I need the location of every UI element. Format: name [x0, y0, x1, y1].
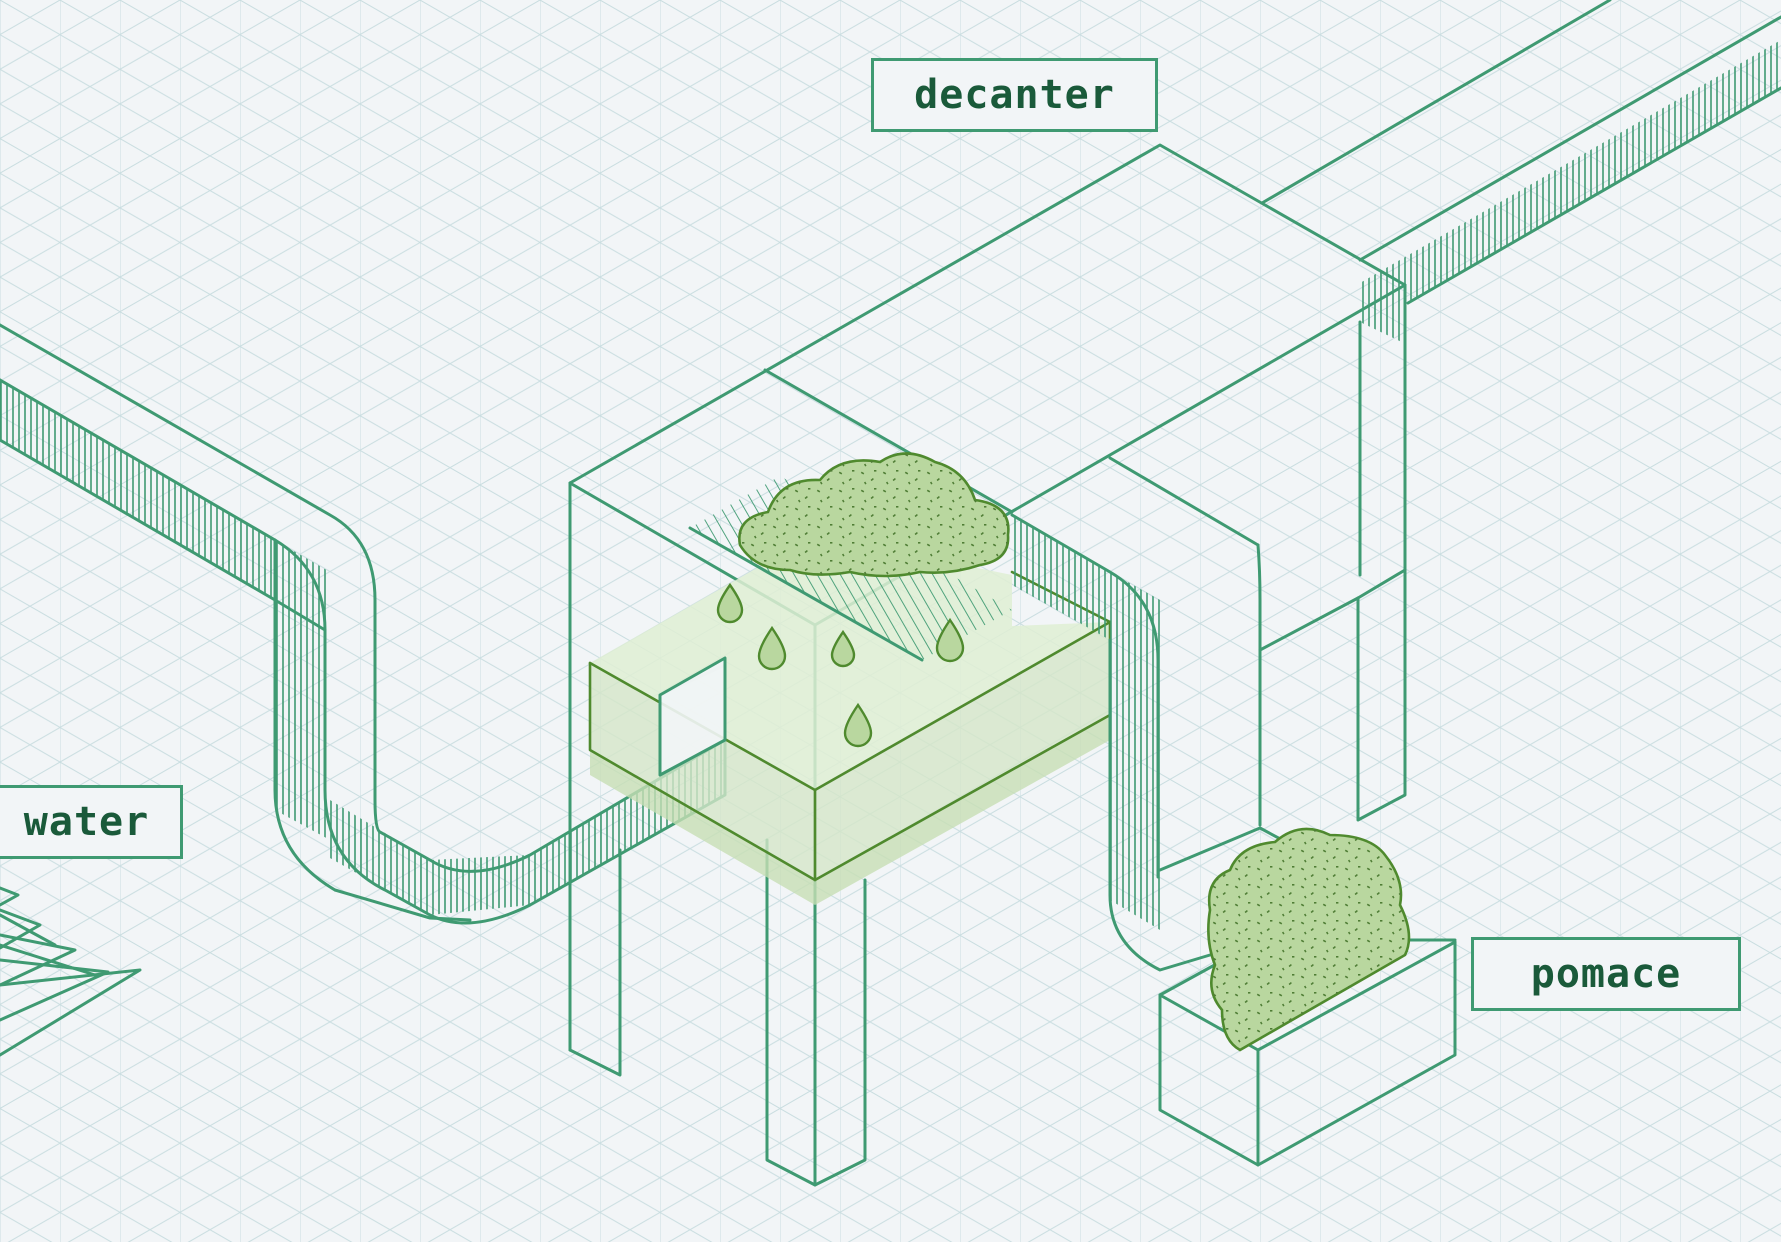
water-droplet-icon	[757, 625, 787, 671]
water-droplet-icon	[830, 629, 856, 668]
pomace-pile	[1207, 827, 1411, 1052]
pomace-label: pomace	[1471, 937, 1741, 1011]
pomace-chute	[1010, 513, 1212, 972]
pomace-label-text: pomace	[1530, 951, 1682, 997]
olive-paste-mound	[738, 452, 1010, 578]
steps-hatching	[0, 886, 142, 1057]
outlet-pipe-top	[1260, 0, 1781, 345]
decanter-label: decanter	[871, 58, 1158, 132]
water-label: water	[0, 785, 183, 859]
inlet-pipe-left	[0, 323, 727, 925]
water-label-text: water	[23, 799, 150, 845]
water-droplet-icon	[843, 702, 873, 748]
support-legs	[568, 838, 867, 1187]
water-droplet-icon	[716, 582, 744, 624]
water-droplet-icon	[935, 617, 965, 663]
water-droplets	[716, 582, 965, 748]
decanter-label-text: decanter	[914, 72, 1115, 118]
